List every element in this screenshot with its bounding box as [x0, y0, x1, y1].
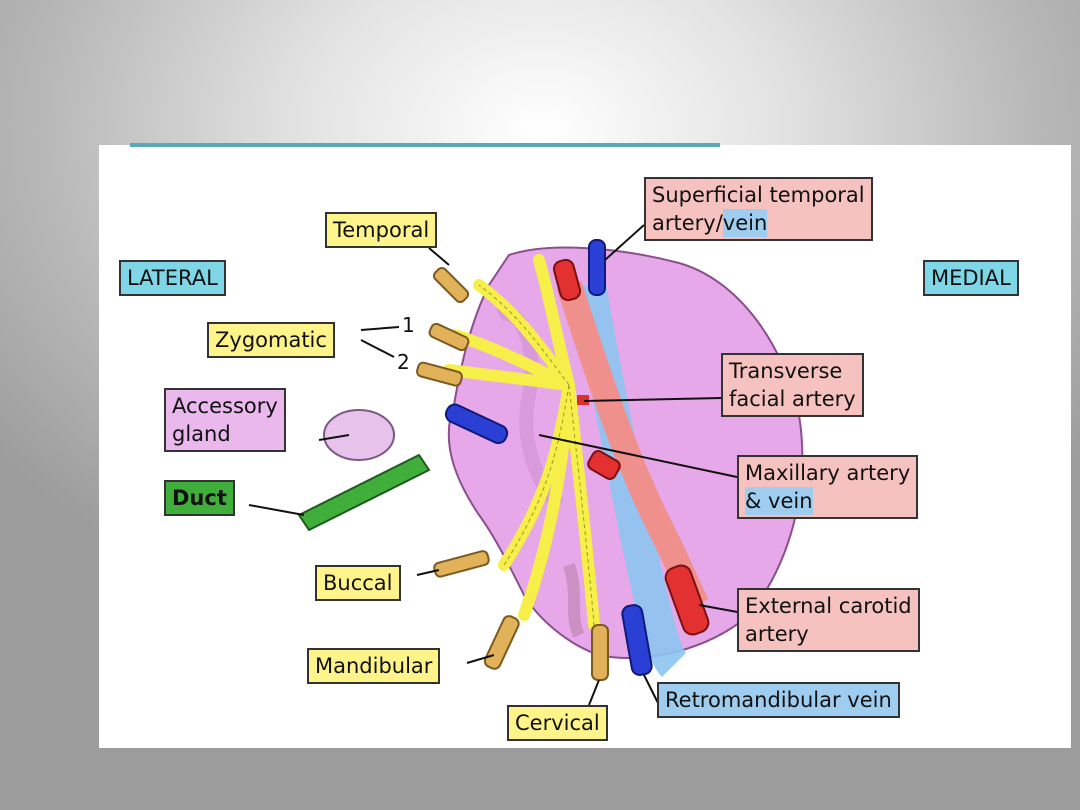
- mandibular-label: Mandibular: [307, 648, 441, 684]
- accessory-gland-label-line1: Accessory: [172, 394, 278, 418]
- transverse-facial-label-line2: facial artery: [729, 387, 856, 411]
- superficial-temporal-vein-text: vein: [722, 209, 768, 237]
- zygomatic-branch-2: 2: [397, 350, 410, 374]
- superficial-temporal-artery-stub: [552, 258, 582, 302]
- superficial-temporal-artery-text: artery/: [652, 211, 723, 235]
- retromandibular-vein-label: Retromandibular vein: [657, 682, 900, 718]
- superficial-temporal-vein-stub: [588, 239, 606, 296]
- parotid-diagram: Temporal LATERAL Zygomatic 1 2 Accessory…: [99, 145, 1071, 748]
- zygomatic-branch-1: 1: [402, 313, 415, 337]
- accessory-gland-label-line2: gland: [172, 422, 231, 446]
- duct-label: Duct: [164, 480, 235, 516]
- diagram-drawing: [248, 224, 804, 706]
- buccal-label: Buccal: [315, 565, 401, 601]
- maxillary-label-line2: & vein: [745, 487, 813, 515]
- accessory-gland-label: Accessory gland: [164, 388, 286, 452]
- superficial-temporal-label-line1: Superficial temporal: [652, 183, 865, 207]
- retromandibular-vein-stub: [621, 604, 653, 676]
- maxillary-vein-stub: [444, 403, 509, 445]
- external-carotid-label-line1: External carotid: [745, 594, 912, 618]
- external-carotid-stub: [664, 564, 710, 636]
- lateral-label: LATERAL: [119, 260, 226, 296]
- nerve-outline: [478, 284, 595, 626]
- maxillary-label: Maxillary artery & vein: [737, 455, 919, 519]
- parotid-duct: [297, 453, 431, 532]
- cervical-label: Cervical: [507, 705, 608, 741]
- medial-label: MEDIAL: [923, 260, 1019, 296]
- title-underline: [130, 143, 720, 147]
- gland-tint-lower: [563, 563, 585, 638]
- transverse-facial-label-line1: Transverse: [729, 359, 843, 383]
- external-carotid-label: External carotid artery: [737, 588, 920, 652]
- transverse-facial-artery-stub: [577, 395, 589, 405]
- maxillary-artery-stub: [587, 450, 621, 480]
- temporal-label: Temporal: [325, 212, 438, 248]
- accessory-gland: [323, 409, 395, 461]
- transverse-facial-label: Transverse facial artery: [721, 353, 864, 417]
- superficial-temporal-label: Superficial temporal artery/vein: [644, 177, 873, 241]
- external-carotid-label-line2: artery: [745, 622, 809, 646]
- zygomatic-label: Zygomatic: [207, 322, 335, 358]
- maxillary-label-line1: Maxillary artery: [745, 461, 911, 485]
- leader-lines: [248, 224, 755, 706]
